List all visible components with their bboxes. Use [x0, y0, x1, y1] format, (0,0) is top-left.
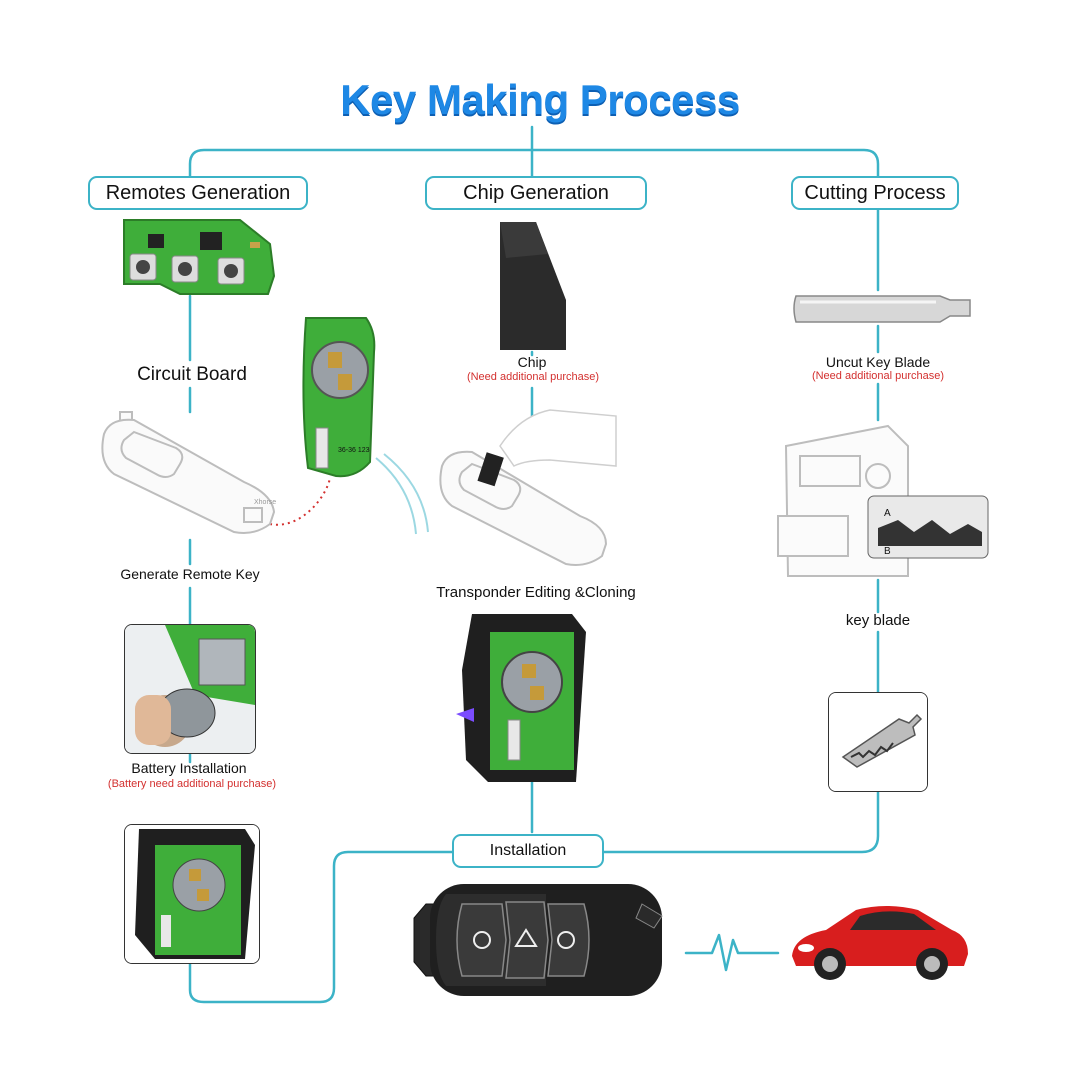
key-blade-label: key blade: [845, 612, 911, 629]
installation-label: Installation: [489, 842, 567, 859]
car-image: [792, 906, 968, 980]
chip-label: Chip: [517, 354, 547, 370]
chip-generation-label: Chip Generation: [463, 181, 609, 204]
signal-waves-icon: [375, 453, 429, 535]
chip-note: (Need additional purchase): [466, 371, 600, 383]
generate-remote-key-label: Generate Remote Key: [120, 566, 260, 582]
programmer-device-image: Xhorse: [101, 411, 276, 534]
transponder-label: Transponder Editing &Cloning: [436, 584, 636, 601]
battery-installation-image: [124, 624, 256, 754]
remote-case-image: [124, 824, 260, 964]
profile-a-label: A: [884, 508, 891, 519]
remotes-generation-label: Remotes Generation: [105, 181, 291, 204]
page-title: Key Making Process: [340, 76, 740, 123]
installation-header: Installation: [452, 834, 604, 868]
uncut-blade-label: Uncut Key Blade: [825, 354, 931, 370]
chip-image: [500, 222, 566, 350]
remotes-generation-header: Remotes Generation: [88, 176, 308, 210]
remote-pcb-image: 36-36 123: [302, 317, 376, 478]
cutting-machine-image: A B: [777, 424, 989, 577]
battery-note: (Battery need additional purchase): [107, 778, 277, 790]
profile-b-label: B: [884, 546, 891, 557]
flip-key-image: [413, 884, 663, 996]
chip-generation-header: Chip Generation: [425, 176, 647, 210]
circuit-board-label: Circuit Board: [137, 364, 247, 385]
pcb-text: 36-36 123: [338, 447, 370, 454]
cut-blade-image: [828, 692, 928, 792]
uncut-blade-image: [793, 295, 971, 323]
cutting-process-label: Cutting Process: [804, 181, 946, 204]
battery-installation-label: Battery Installation: [131, 760, 247, 776]
link-dotted-line: [269, 477, 331, 526]
cutting-process-header: Cutting Process: [791, 176, 959, 210]
programmer-brand-text: Xhorse: [254, 499, 276, 506]
blade-note: (Need additional purchase): [811, 370, 945, 382]
open-remote-image: [456, 614, 586, 782]
programmer-with-hand-image: [439, 409, 617, 566]
circuit-board-image: [123, 219, 276, 295]
